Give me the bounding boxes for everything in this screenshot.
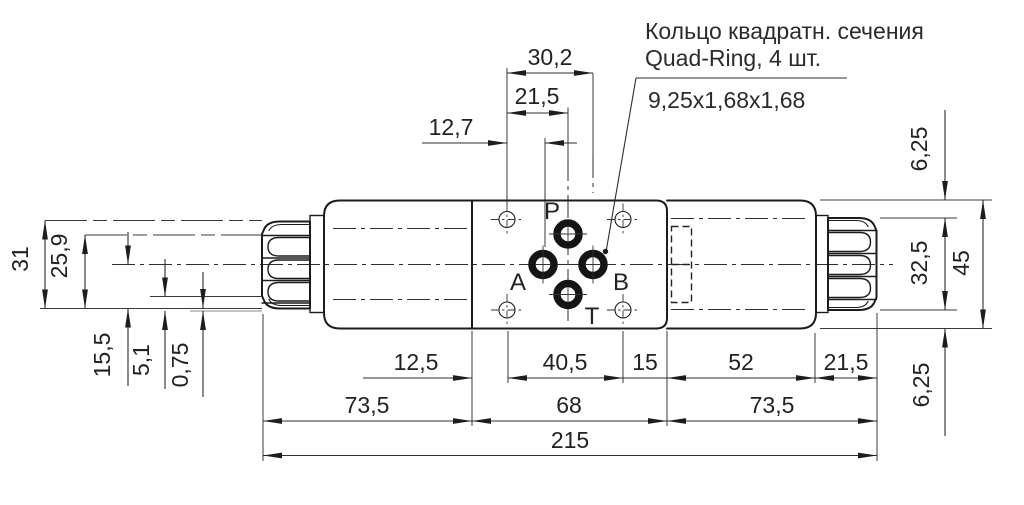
dim-label-31: 31 xyxy=(7,246,33,272)
dim-label-25-9: 25,9 xyxy=(46,234,72,279)
dim-label-15: 15 xyxy=(632,349,658,375)
leader-line xyxy=(605,77,637,253)
ports-group: P A B T xyxy=(510,198,629,330)
mounting-holes xyxy=(491,203,639,326)
dim-label-73-5-left: 73,5 xyxy=(345,392,390,418)
dim-label-32-5: 32,5 xyxy=(906,241,932,286)
port-label-a: A xyxy=(510,269,526,296)
note-line1: Кольцо квадратн. сечения xyxy=(645,18,924,44)
dim-label-40-5: 40,5 xyxy=(543,349,588,375)
port-label-b: B xyxy=(613,269,629,296)
port-crosshairs xyxy=(535,226,601,303)
dim-label-30-2: 30,2 xyxy=(528,44,573,70)
dim-label-21-5: 21,5 xyxy=(515,83,560,109)
dim-label-68: 68 xyxy=(556,392,582,418)
leader-dot xyxy=(602,248,609,255)
port-label-p: P xyxy=(544,198,560,225)
valve-body xyxy=(471,199,668,330)
dim-label-6-25-top: 6,25 xyxy=(906,127,932,172)
dim-label-12-7: 12,7 xyxy=(429,114,474,140)
dim-label-215: 215 xyxy=(551,427,589,453)
dim-label-15-5: 15,5 xyxy=(89,333,115,378)
dim-label-21-5-bottom: 21,5 xyxy=(824,349,869,375)
valve-outline xyxy=(261,199,878,330)
right-dimensions: 6,25 32,5 45 6,25 xyxy=(820,110,992,436)
bottom-dimensions: 12,5 40,5 15 52 21,5 73,5 68 73,5 215 xyxy=(262,313,878,461)
left-dimensions: 31 25,9 15,5 5,1 0,75 xyxy=(7,220,262,397)
dim-label-12-5: 12,5 xyxy=(394,349,439,375)
dim-label-73-5-right: 73,5 xyxy=(750,392,795,418)
dim-label-52: 52 xyxy=(728,349,754,375)
top-dimensions: 30,2 21,5 12,7 xyxy=(422,44,593,146)
note-line2: Quad-Ring, 4 шт. xyxy=(645,45,821,71)
right-knurled-nut xyxy=(827,217,878,311)
dim-label-6-25-bottom: 6,25 xyxy=(908,363,934,408)
dim-label-0-75: 0,75 xyxy=(167,343,193,388)
quad-ring-note: Кольцо квадратн. сечения Quad-Ring, 4 шт… xyxy=(602,18,924,255)
dim-label-45: 45 xyxy=(948,250,974,276)
port-label-t: T xyxy=(585,303,600,330)
dim-label-5-1: 5,1 xyxy=(128,344,154,376)
note-size: 9,25x1,68x1,68 xyxy=(648,87,805,113)
